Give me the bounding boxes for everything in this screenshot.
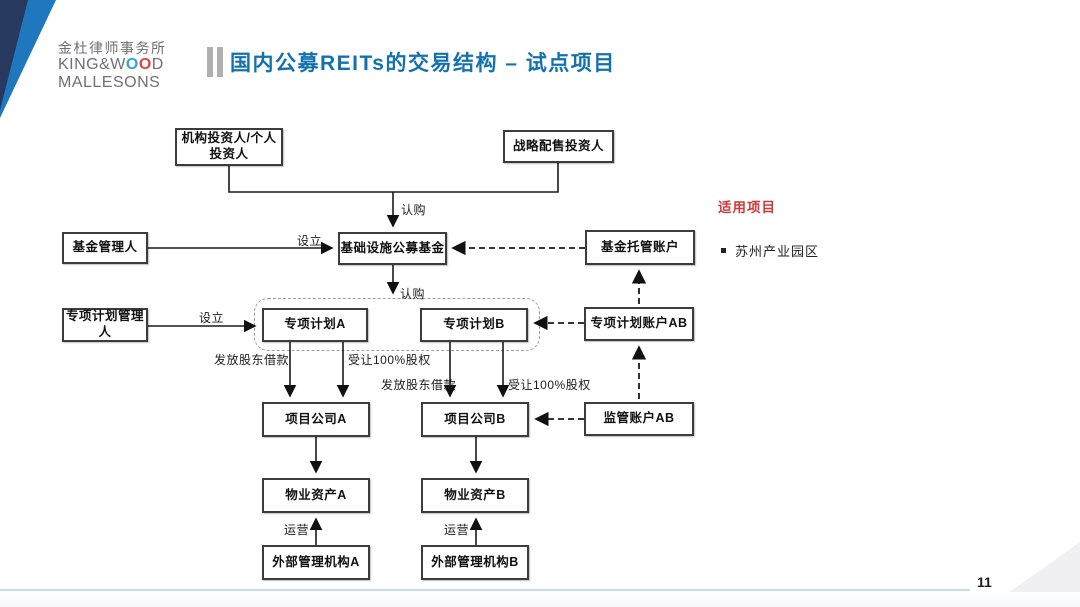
node-external-manager-a: 外部管理机构A	[262, 545, 370, 580]
applicable-project-label: 苏州产业园区	[735, 244, 820, 259]
edge-label-equity-b: 受让100%股权	[508, 378, 591, 392]
node-plan-b: 专项计划B	[420, 308, 528, 342]
footer-rule	[0, 589, 970, 591]
firm-name-chinese: 金杜律师事务所	[58, 40, 167, 56]
node-custody-account: 基金托管账户	[585, 230, 695, 265]
edge-label-subscribe-top: 认购	[401, 203, 427, 217]
node-plan-manager: 专项计划管理人	[62, 308, 148, 342]
edge-label-subscribe-mid: 认购	[400, 287, 426, 301]
page-number: 11	[977, 574, 992, 590]
node-plan-account: 专项计划账户AB	[584, 307, 694, 341]
node-institutional-investors: 机构投资人/个人 投资人	[175, 128, 283, 166]
bullet-icon	[721, 248, 726, 253]
node-property-b: 物业资产B	[421, 478, 529, 513]
edge-label-operate-b: 运营	[444, 523, 470, 537]
firm-name-english-line2: MALLESONS	[58, 74, 161, 92]
node-strategic-investors: 战略配售投资人	[503, 130, 614, 163]
edge-investors-join	[228, 163, 559, 193]
firm-logo: 金杜律师事务所 KING&WOOD MALLESONS	[58, 40, 167, 93]
node-fund-manager: 基金管理人	[62, 232, 148, 264]
footer-gradient	[0, 592, 1080, 607]
firm-name-english-line1: KING&WOOD	[58, 56, 167, 74]
applicable-project-item: 苏州产业园区	[721, 241, 819, 260]
node-project-company-a: 项目公司A	[262, 402, 370, 437]
node-plan-a: 专项计划A	[262, 308, 368, 342]
edge-label-equity-a: 受让100%股权	[348, 353, 431, 367]
logo-letter-o-red: O	[138, 56, 152, 74]
slide-header: 国内公募REITs的交易结构 – 试点项目	[207, 47, 616, 77]
edge-label-operate-a: 运营	[284, 523, 310, 537]
page-title: 国内公募REITs的交易结构 – 试点项目	[230, 52, 616, 75]
node-public-fund: 基础设施公募基金	[338, 232, 447, 265]
applicable-projects-title: 适用项目	[718, 200, 776, 215]
logo-d-text: D	[151, 56, 164, 74]
logo-triangle-decoration	[0, 0, 56, 118]
logo-kingwood-text: KING&W	[58, 56, 126, 74]
edge-label-establish-plan: 设立	[199, 311, 225, 325]
edge-label-loan-a: 发放股东借款	[214, 353, 290, 367]
node-external-manager-b: 外部管理机构B	[421, 545, 529, 580]
logo-letter-o-blue: O	[125, 56, 139, 74]
node-supervision-account: 监管账户AB	[584, 402, 694, 436]
edge-label-loan-b: 发放股东借款	[381, 378, 457, 392]
node-property-a: 物业资产A	[262, 478, 370, 513]
title-accent-bars-icon	[207, 47, 223, 77]
edge-label-establish-fund: 设立	[297, 234, 323, 248]
node-project-company-b: 项目公司B	[421, 402, 529, 437]
